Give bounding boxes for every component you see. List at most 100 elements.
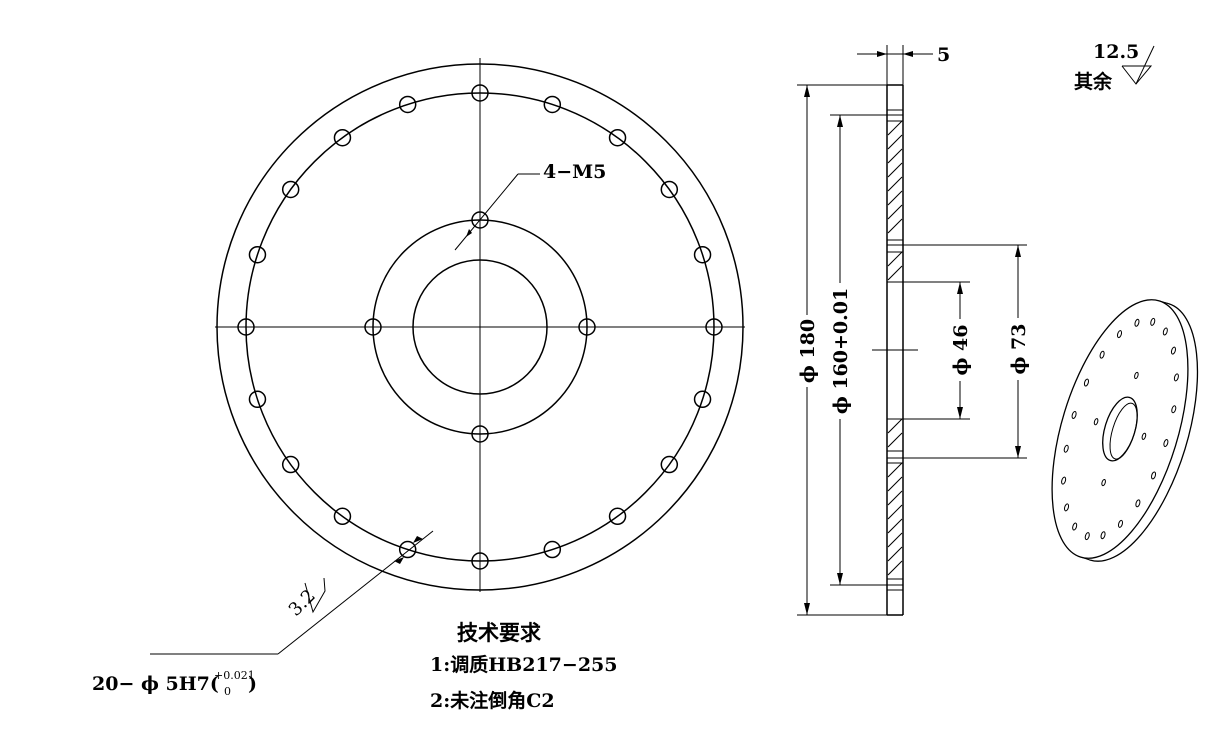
iso-thread-hole	[1141, 432, 1147, 440]
iso-thread-hole	[1093, 418, 1099, 426]
pin-hole	[660, 180, 679, 199]
thread-holes	[364, 211, 596, 443]
iso-pin-hole	[1072, 522, 1078, 531]
thickness-arrow-left	[877, 51, 887, 57]
hatch-line	[887, 504, 903, 520]
iso-pin-hole	[1084, 532, 1090, 541]
dim-boltcircle-arrow-bottom	[837, 573, 843, 585]
pin-hole	[693, 390, 712, 409]
hatch-line	[887, 546, 903, 562]
iso-pin-hole	[1173, 373, 1179, 382]
hatch-line	[887, 162, 903, 178]
hatch-line	[887, 490, 903, 506]
hatch-line	[887, 204, 903, 220]
dim-boltcircle-arrow-top	[837, 115, 843, 127]
pin-hole	[471, 552, 489, 570]
pin-hole	[281, 455, 300, 474]
iso-pin-hole	[1061, 476, 1067, 485]
iso-pin-hole	[1151, 471, 1157, 480]
front-view: 4−M5 3.2 20− ϕ 5H7( +0.021 0 )	[92, 58, 745, 698]
pin-holes-tol-upper: +0.021	[214, 669, 255, 682]
tech-requirement-2: 2:未注倒角C2	[430, 689, 555, 712]
thread-leader-line	[454, 173, 519, 251]
pin-hole	[471, 84, 489, 102]
pin-leader-line	[277, 530, 434, 655]
dim-outer-arrow-top	[804, 85, 810, 97]
iso-pin-hole	[1163, 439, 1169, 448]
hatch-line	[887, 176, 903, 192]
isometric-view	[1051, 299, 1199, 562]
thread-hole	[471, 425, 489, 443]
dim-hub-value: ϕ 73	[1008, 324, 1030, 375]
thread-hole	[471, 211, 489, 229]
roughness-symbol-tail	[1135, 45, 1155, 85]
general-roughness-value: 12.5	[1093, 41, 1139, 63]
tech-requirement-1: 1:调质HB217−255	[430, 654, 618, 676]
hatch-line	[887, 532, 903, 548]
iso-pin-hole	[1162, 327, 1168, 336]
dim-bore-gap	[951, 319, 969, 381]
pin-hole	[281, 180, 300, 199]
section-hatching	[887, 120, 903, 576]
iso-holes	[1061, 317, 1179, 541]
iso-pin-hole	[1135, 499, 1141, 508]
iso-pin-hole	[1170, 346, 1176, 355]
dim-bore-arrow-bottom	[957, 407, 963, 419]
pin-hole	[660, 455, 679, 474]
pin-hole	[608, 128, 627, 147]
iso-pin-hole	[1100, 531, 1106, 540]
dim-outer-diameter: ϕ 180	[797, 85, 819, 615]
roughness-symbol-hole	[304, 577, 326, 614]
pin-hole	[333, 128, 352, 147]
iso-pin-hole	[1134, 318, 1140, 327]
iso-pin-hole	[1116, 330, 1123, 339]
side-view: 5 ϕ 180 ϕ 160+0.01 ϕ 46	[797, 44, 1030, 616]
thread-holes-label: 4−M5	[543, 161, 606, 183]
roughness-symbol-general	[1121, 65, 1153, 85]
pin-hole	[398, 540, 417, 559]
thickness-value: 5	[937, 44, 950, 66]
pin-hole	[248, 390, 267, 409]
hatch-line	[887, 418, 903, 434]
iso-pin-hole	[1150, 317, 1156, 326]
pin-hole	[608, 507, 627, 526]
pin-holes	[237, 84, 723, 570]
iso-thread-hole	[1134, 371, 1139, 380]
dim-outer-arrow-bottom	[804, 603, 810, 615]
dim-bore-arrow-top	[957, 282, 963, 294]
hatch-line	[887, 134, 903, 150]
thread-leader-arrow	[466, 229, 472, 237]
thickness-arrow-right	[903, 51, 913, 57]
dim-bore-value: ϕ 46	[950, 325, 972, 376]
pin-hole	[543, 540, 562, 559]
hatch-line	[887, 120, 903, 136]
dim-outer-value: ϕ 180	[797, 319, 819, 383]
iso-pin-hole	[1064, 503, 1070, 512]
pin-hole	[237, 318, 255, 336]
pin-hole	[693, 245, 712, 264]
hatch-line	[887, 218, 903, 234]
tech-requirements: 技术要求 1:调质HB217−255 2:未注倒角C2	[430, 620, 618, 712]
dim-hub-arrow-top	[1015, 245, 1021, 257]
dim-boltcircle-gap	[831, 283, 849, 419]
pin-hole	[543, 95, 562, 114]
hatch-line	[887, 251, 903, 267]
hatch-line	[887, 476, 903, 492]
pin-hole	[333, 507, 352, 526]
iso-pin-hole	[1071, 410, 1077, 419]
hatch-line	[887, 190, 903, 206]
pin-leader-arrow-1	[394, 557, 404, 564]
thread-hole	[578, 318, 596, 336]
iso-pin-hole	[1117, 519, 1124, 528]
dim-outer-gap	[798, 315, 816, 387]
dim-hub-arrow-bottom	[1015, 446, 1021, 458]
iso-thread-hole	[1101, 478, 1106, 487]
hatch-line	[887, 560, 903, 576]
general-roughness: 12.5 其余	[1074, 41, 1155, 93]
dim-boltcircle-value: ϕ 160+0.01	[830, 288, 852, 414]
dim-bolt-circle-diameter: ϕ 160+0.01	[830, 115, 852, 585]
pin-holes-tolerance-label: 20− ϕ 5H7( +0.021 0 )	[92, 669, 257, 698]
thickness-dimension: 5	[857, 44, 950, 66]
dim-bore-diameter: ϕ 46	[950, 282, 972, 419]
